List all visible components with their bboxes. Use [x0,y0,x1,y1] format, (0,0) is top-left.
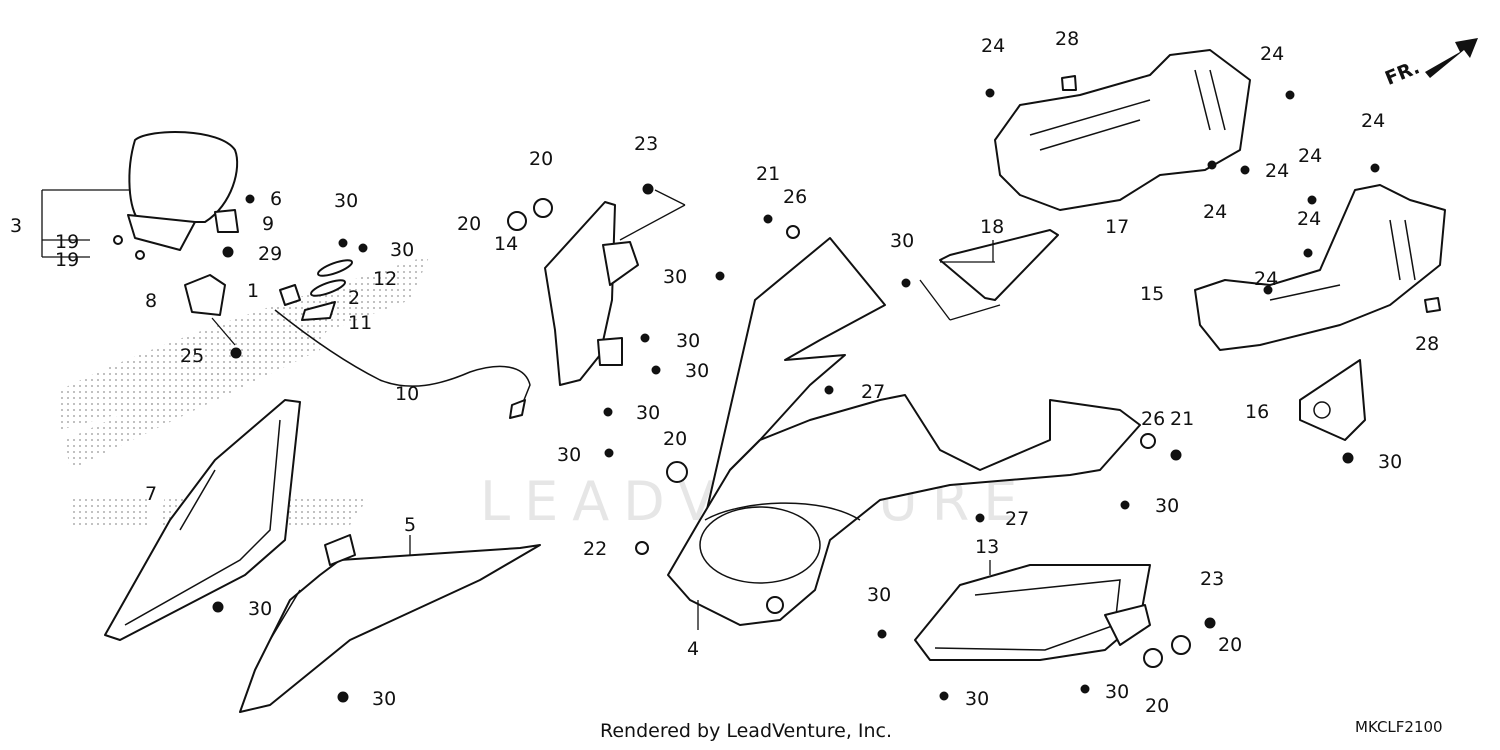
callout-24-right-c: 24 [1297,208,1321,230]
part-7-side-panel [104,399,301,641]
part-14-inner-panel [507,183,686,458]
callout-20-left: 20 [457,213,481,235]
callout-30-lock-b: 30 [390,239,414,261]
callout-12: 12 [373,268,397,290]
callout-27-top: 27 [861,381,885,403]
part-17-inner-cover [985,49,1295,211]
callout-labels: 3 19 19 6 9 29 8 25 30 30 12 1 2 11 10 7… [10,28,1439,717]
callout-27-bottom: 27 [1005,508,1029,530]
part-15-under-cover [1194,163,1446,351]
part-18-stay [901,229,1059,321]
callout-9: 9 [262,213,274,235]
callout-24-right-d: 24 [1254,268,1278,290]
callout-19-b: 19 [55,249,79,271]
part-4-center-body [635,214,1182,630]
callout-24-right-b: 24 [1298,145,1322,167]
callout-26-right: 26 [1141,408,1165,430]
part-8-bracket [184,274,242,359]
callout-20-body: 20 [663,428,687,450]
callout-4: 4 [687,638,699,660]
lock-cable-assembly [274,238,531,419]
callout-30-lock: 30 [334,190,358,212]
diagram-code: MKCLF2100 [1355,718,1443,736]
callout-25: 25 [180,345,204,367]
callout-30-cover13-c: 30 [1105,681,1129,703]
callout-30-panel14-c: 30 [636,402,660,424]
callout-22: 22 [583,538,607,560]
callout-21-left: 21 [756,163,780,185]
callout-24-right-a: 24 [1361,110,1385,132]
callout-2: 2 [348,287,360,309]
part-13-lower-cover [877,560,1216,701]
callout-30-cowl5: 30 [372,688,396,710]
callout-23-top: 23 [634,133,658,155]
background-logo-pattern [60,255,430,525]
small-clips-6-9-29 [214,194,255,258]
part-5-lower-cowl [239,534,541,713]
callout-20-bottom: 20 [1145,695,1169,717]
callout-6: 6 [270,188,282,210]
callout-5: 5 [404,514,416,536]
callout-11: 11 [348,312,372,334]
callout-30-panel14-b: 30 [685,360,709,382]
callout-3: 3 [10,215,22,237]
part-16-bracket [1299,359,1366,464]
callout-30-panel7: 30 [248,598,272,620]
callout-30-cover13-a: 30 [867,584,891,606]
callout-19-a: 19 [55,231,79,253]
render-credit: Rendered by LeadVenture, Inc. [600,720,893,742]
callout-24-mid: 24 [1265,160,1289,182]
callout-7: 7 [145,483,157,505]
callout-30-bracket16: 30 [1378,451,1402,473]
callout-17: 17 [1105,216,1129,238]
callout-26-left: 26 [783,186,807,208]
callout-28-top: 28 [1055,28,1079,50]
callout-24-top-left: 24 [981,35,1005,57]
callout-30-body: 30 [663,266,687,288]
callout-30-panel14-d: 30 [557,444,581,466]
callout-1: 1 [247,280,259,302]
callout-24-lower: 24 [1203,201,1227,223]
callout-30-panel14-a: 30 [676,330,700,352]
callout-13: 13 [975,536,999,558]
callout-23-right: 23 [1200,568,1224,590]
callout-18: 18 [980,216,1004,238]
callout-20-top: 20 [529,148,553,170]
callout-29: 29 [258,243,282,265]
callout-15: 15 [1140,283,1164,305]
callout-28-right: 28 [1415,333,1439,355]
callout-20-right: 20 [1218,634,1242,656]
callout-30-cover13-b: 30 [965,688,989,710]
callout-24-top-right: 24 [1260,43,1284,65]
callout-30-body-right: 30 [1155,495,1179,517]
part-3-cover [41,131,239,260]
callout-30-stay: 30 [890,230,914,252]
callout-10: 10 [395,383,419,405]
callout-21-right: 21 [1170,408,1194,430]
front-direction-label: FR. [1382,56,1423,90]
callout-16: 16 [1245,401,1269,423]
callout-14: 14 [494,233,518,255]
callout-8: 8 [145,290,157,312]
front-direction-arrow: FR. [1382,38,1478,90]
